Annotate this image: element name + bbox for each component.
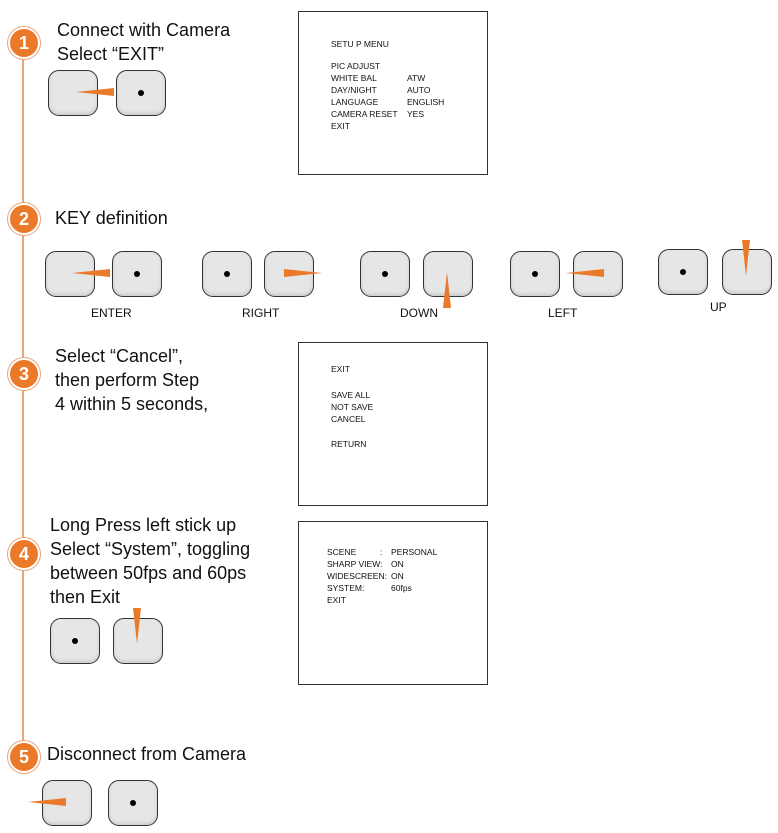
- center-dot-icon: [532, 271, 538, 277]
- menu-row: EXIT: [327, 595, 346, 605]
- center-dot-icon: [138, 90, 144, 96]
- step-2-text: KEY definition: [55, 208, 168, 228]
- menu-row: SAVE ALL: [331, 390, 371, 400]
- step-1-badge: 1: [8, 27, 40, 59]
- menu-title: EXIT: [331, 364, 350, 374]
- center-dot-icon: [72, 638, 78, 644]
- left-left-key: [510, 251, 560, 297]
- menu-row: DAY/NIGHT: [331, 85, 377, 95]
- menu-value: ATW: [407, 73, 426, 83]
- menu-row: RETURN: [331, 439, 367, 449]
- left-arrow-icon: [566, 269, 604, 277]
- menu-value: AUTO: [407, 85, 431, 95]
- menu-row: WHITE BAL: [331, 73, 377, 83]
- menu-value: ENGLISH: [407, 97, 445, 107]
- center-dot-icon: [224, 271, 230, 277]
- menu-row: CAMERA RESET: [331, 109, 398, 119]
- right-arrow-icon: [284, 269, 322, 277]
- menu-value: 60fps: [391, 583, 412, 593]
- enter-right-key: [112, 251, 162, 297]
- center-dot-icon: [680, 269, 686, 275]
- center-dot-icon: [130, 800, 136, 806]
- timeline-line: [22, 48, 24, 760]
- right-stick-key: [108, 780, 158, 826]
- menu-row: EXIT: [331, 121, 350, 131]
- menu-value: ON: [391, 559, 404, 569]
- center-dot-icon: [134, 271, 140, 277]
- up-arrow-icon: [742, 240, 750, 276]
- setup-menu-screen: SETU P MENU PIC ADJUST WHITE BAL ATW DAY…: [298, 11, 488, 175]
- left-arrow-icon: [76, 88, 114, 96]
- menu-row: LANGUAGE: [331, 97, 379, 107]
- menu-row: SYSTEM:: [327, 583, 365, 593]
- right-left-key: [202, 251, 252, 297]
- system-menu-screen: SCENE : PERSONAL SHARP VIEW: ON WIDESCRE…: [298, 521, 488, 685]
- down-left-key: [360, 251, 410, 297]
- menu-row: SHARP VIEW:: [327, 559, 383, 569]
- menu-row: SCENE: [327, 547, 357, 557]
- step-1-text: Connect with Camera Select “EXIT”: [57, 20, 231, 64]
- down-label: DOWN: [400, 306, 438, 320]
- exit-menu-screen: EXIT SAVE ALL NOT SAVE CANCEL RETURN: [298, 342, 488, 506]
- menu-row: NOT SAVE: [331, 402, 374, 412]
- up-arrow-icon: [133, 608, 141, 644]
- menu-row: PIC ADJUST: [331, 61, 381, 71]
- menu-value: PERSONAL: [391, 547, 438, 557]
- step-5-badge: 5: [8, 741, 40, 773]
- menu-value: YES: [407, 109, 425, 119]
- left-arrow-icon: [28, 798, 66, 806]
- enter-label: ENTER: [91, 306, 132, 320]
- right-label: RIGHT: [242, 306, 280, 320]
- left-label: LEFT: [548, 306, 578, 320]
- menu-row: CANCEL: [331, 414, 366, 424]
- step-4-text: Long Press left stick up Select “System”…: [50, 515, 251, 607]
- menu-value: ON: [391, 571, 404, 581]
- menu-separator: :: [380, 547, 383, 557]
- up-label: UP: [710, 300, 727, 314]
- up-left-key: [658, 249, 708, 295]
- step-4-badge: 4: [8, 538, 40, 570]
- down-arrow-icon: [443, 272, 451, 308]
- step-3-text: Select “Cancel”, then perform Step 4 wit…: [55, 346, 209, 414]
- center-dot-icon: [382, 271, 388, 277]
- right-stick-key: [116, 70, 166, 116]
- step-3-badge: 3: [8, 358, 40, 390]
- menu-title: SETU P MENU: [331, 39, 389, 49]
- step-5-text: Disconnect from Camera: [47, 744, 247, 764]
- left-stick-key: [50, 618, 100, 664]
- step-2-badge: 2: [8, 203, 40, 235]
- left-arrow-icon: [72, 269, 110, 277]
- menu-row: WIDESCREEN:: [327, 571, 387, 581]
